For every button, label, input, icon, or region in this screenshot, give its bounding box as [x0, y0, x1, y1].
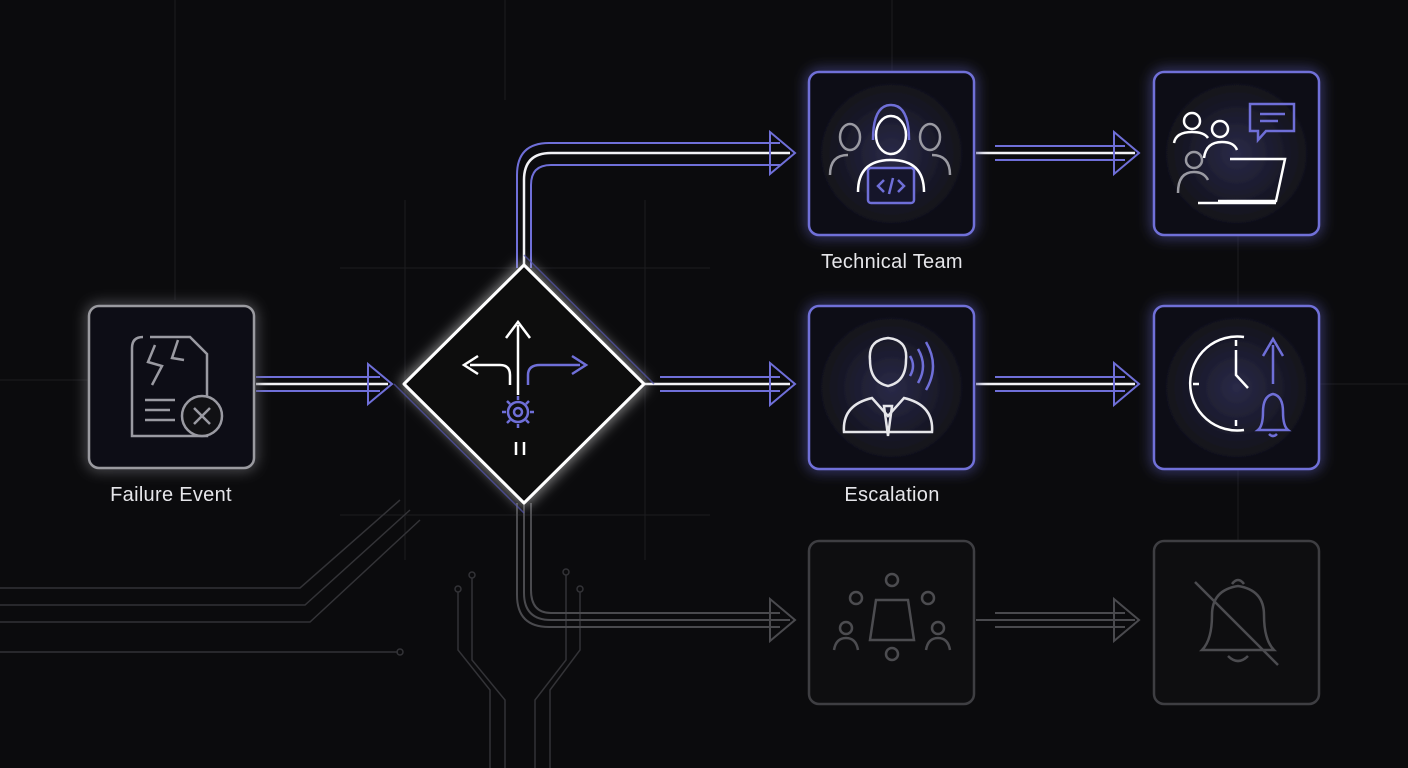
arrow-failure-to-router: [256, 361, 394, 407]
bell-off-icon: [1194, 578, 1279, 666]
conference-table-icon: [832, 572, 952, 662]
failure-event-node[interactable]: [87, 304, 256, 470]
clock-priority-bell-icon: [1188, 335, 1292, 438]
muted-notification-node[interactable]: [1152, 539, 1321, 706]
arrow-technical-to-collab: [976, 129, 1141, 177]
arrow-router-to-meeting: [516, 503, 797, 644]
technical-team-label: Technical Team: [821, 251, 963, 273]
decision-routing-gear-icon: [461, 319, 589, 455]
arrow-router-to-technical: [516, 129, 797, 268]
team-collaboration-node[interactable]: [1152, 70, 1321, 237]
arrow-router-to-escalation: [644, 360, 797, 408]
decision-router-node[interactable]: [393, 254, 655, 514]
technical-team-node[interactable]: [807, 70, 976, 237]
arrow-meeting-to-muted: [976, 596, 1141, 644]
manager-speaking-icon: [842, 336, 935, 437]
arrow-escalation-to-priority: [976, 360, 1141, 408]
meeting-node[interactable]: [807, 539, 976, 706]
circuit-traces: [0, 499, 584, 768]
developer-with-headset-team-icon: [828, 103, 952, 205]
priority-alert-node[interactable]: [1152, 304, 1321, 471]
escalation-label: Escalation: [844, 484, 940, 506]
failure-event-label: Failure Event: [110, 484, 232, 506]
broken-document-error-icon: [130, 335, 224, 438]
team-meeting-laptop-chat-icon: [1172, 102, 1296, 205]
escalation-node[interactable]: [807, 304, 976, 471]
